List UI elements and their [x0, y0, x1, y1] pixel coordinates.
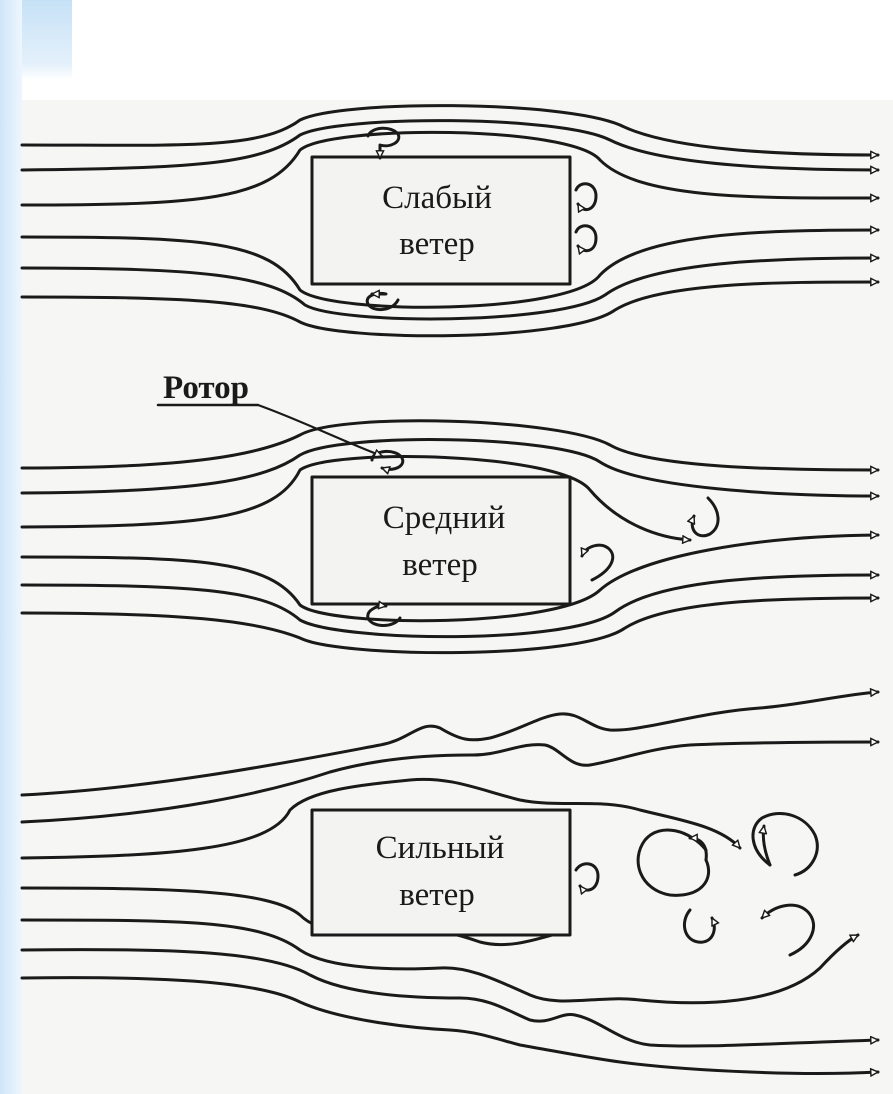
medium-wind-panel — [22, 421, 878, 653]
turbulent-eddy — [684, 910, 714, 942]
rotor-vortex — [576, 226, 596, 251]
obstacle-box — [312, 810, 570, 935]
obstacle-box — [312, 157, 570, 284]
obstacle-box — [312, 477, 570, 604]
streamline — [22, 421, 878, 470]
rotor-vortex — [368, 606, 400, 626]
medium-wind-label-line2: ветер — [402, 547, 478, 583]
turbulent-eddy — [762, 905, 814, 955]
streamline — [22, 282, 878, 336]
streamline — [22, 106, 878, 155]
rotor-vortex — [582, 545, 613, 580]
weak-wind-panel — [22, 106, 878, 336]
rotor-vortex — [692, 498, 718, 536]
streamline — [22, 598, 878, 653]
medium-wind-label-line1: Средний — [383, 500, 506, 536]
rotor-label: Ротор — [163, 370, 249, 406]
weak-wind-label-line2: ветер — [399, 226, 475, 262]
streamline — [22, 978, 878, 1074]
weak-wind-label-line1: Слабый — [382, 180, 492, 216]
rotor-vortex — [576, 864, 598, 890]
strong-wind-label-line2: ветер — [399, 877, 475, 913]
rotor-vortex — [576, 184, 596, 210]
strong-wind-label-line1: Сильный — [376, 830, 505, 866]
